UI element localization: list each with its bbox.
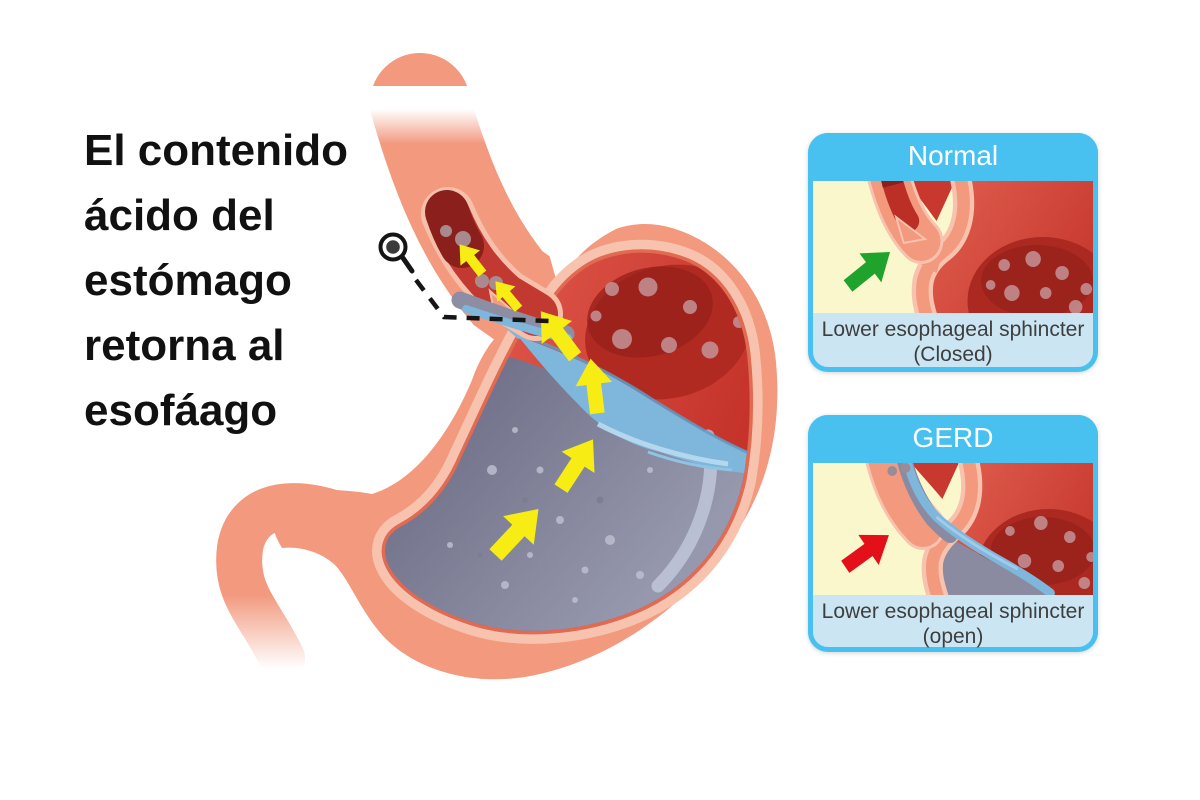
panel-gerd-title: GERD	[808, 415, 1098, 463]
headline-line: ácido del	[84, 191, 275, 240]
panel-normal-caption: Lower esophageal sphincter (Closed)	[813, 313, 1093, 367]
headline-line: El contenido	[84, 126, 348, 175]
duodenum-fade	[212, 594, 324, 682]
panel-gerd-caption: Lower esophageal sphincter (open)	[813, 595, 1093, 648]
caption-line: Lower esophageal sphincter	[821, 600, 1085, 623]
fundus-bubbles	[1005, 516, 1093, 589]
headline-line: retorna al	[84, 321, 285, 370]
panel-gerd: GERD	[808, 415, 1098, 652]
panel-normal: Normal	[808, 133, 1098, 372]
caption-line: (open)	[922, 625, 984, 648]
normal-flow-arrow	[843, 252, 890, 292]
fundus-bubbles	[985, 251, 1093, 313]
acid-level	[517, 332, 750, 474]
caption-line: (Closed)	[913, 343, 993, 366]
headline: El contenido ácido del estómago retorna …	[84, 118, 384, 443]
channel-bubbles	[887, 463, 911, 476]
headline-line: esofáago	[84, 386, 278, 435]
panel-gerd-illustration	[813, 463, 1093, 595]
reflux-flow-arrow	[841, 534, 889, 573]
content-wedge	[925, 527, 1052, 595]
sphincter-pinch	[894, 214, 928, 245]
panel-normal-illustration	[813, 181, 1093, 313]
fundus-bubbles	[590, 277, 745, 359]
cardiac-notch	[534, 190, 618, 289]
closed-lumen	[881, 181, 920, 232]
esophagus-fade	[366, 86, 484, 144]
headline-line: estómago	[84, 256, 292, 305]
content-speckles	[447, 426, 653, 603]
callout-dashed-line	[414, 278, 550, 324]
magnifier-icon	[378, 232, 415, 274]
panel-normal-title: Normal	[808, 133, 1098, 181]
caption-line: Lower esophageal sphincter	[821, 318, 1085, 341]
fundus	[585, 264, 750, 400]
